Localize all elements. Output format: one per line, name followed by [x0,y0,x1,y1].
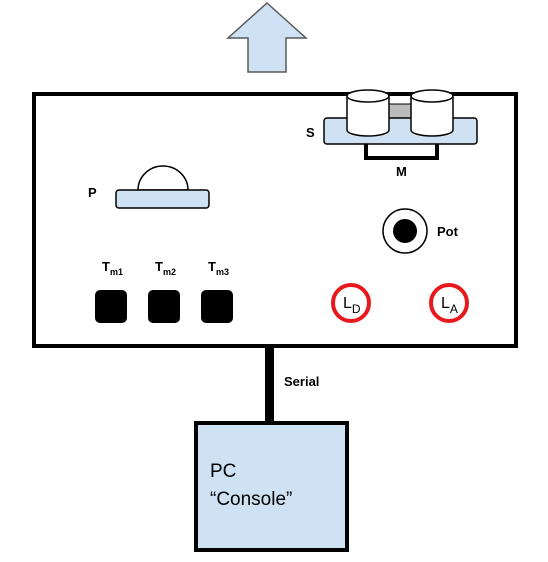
serial-cable [265,346,274,423]
button-tm1[interactable] [95,290,127,323]
button-tm2[interactable] [148,290,180,323]
led-d-label: LD [343,295,361,316]
pc-label: PC [210,461,236,482]
button-label-2: Tm2 [155,259,176,277]
console-label: “Console” [210,489,292,510]
pot-center-icon [393,219,417,243]
motor-label: M [396,164,407,179]
left-transducer-icon [346,89,390,137]
button-group: Tm1 Tm2 Tm3 [95,259,233,323]
led-a-ring-icon [429,283,469,323]
right-transducer-icon [410,89,454,137]
led-a: LA [429,283,469,323]
dome-icon [137,165,189,191]
sensor-connector [388,103,412,119]
button-label-3: Tm3 [208,259,229,277]
up-arrow-icon [226,1,308,73]
led-d-ring-icon [331,283,371,323]
led-d: LD [331,283,371,323]
pot-label: Pot [437,224,459,239]
pressure-sensor: P [88,165,210,209]
serial-label: Serial [284,374,319,389]
sensor-assembly: S M [306,89,478,179]
pc-console-box [194,421,349,552]
pressure-label: P [88,185,97,200]
sensor-label: S [306,125,315,140]
led-a-label: LA [441,295,458,316]
potentiometer[interactable]: Pot [382,208,459,254]
motor-bracket [364,144,439,160]
button-tm3[interactable] [201,290,233,323]
pressure-plate [115,189,210,209]
button-label-1: Tm1 [102,259,123,277]
